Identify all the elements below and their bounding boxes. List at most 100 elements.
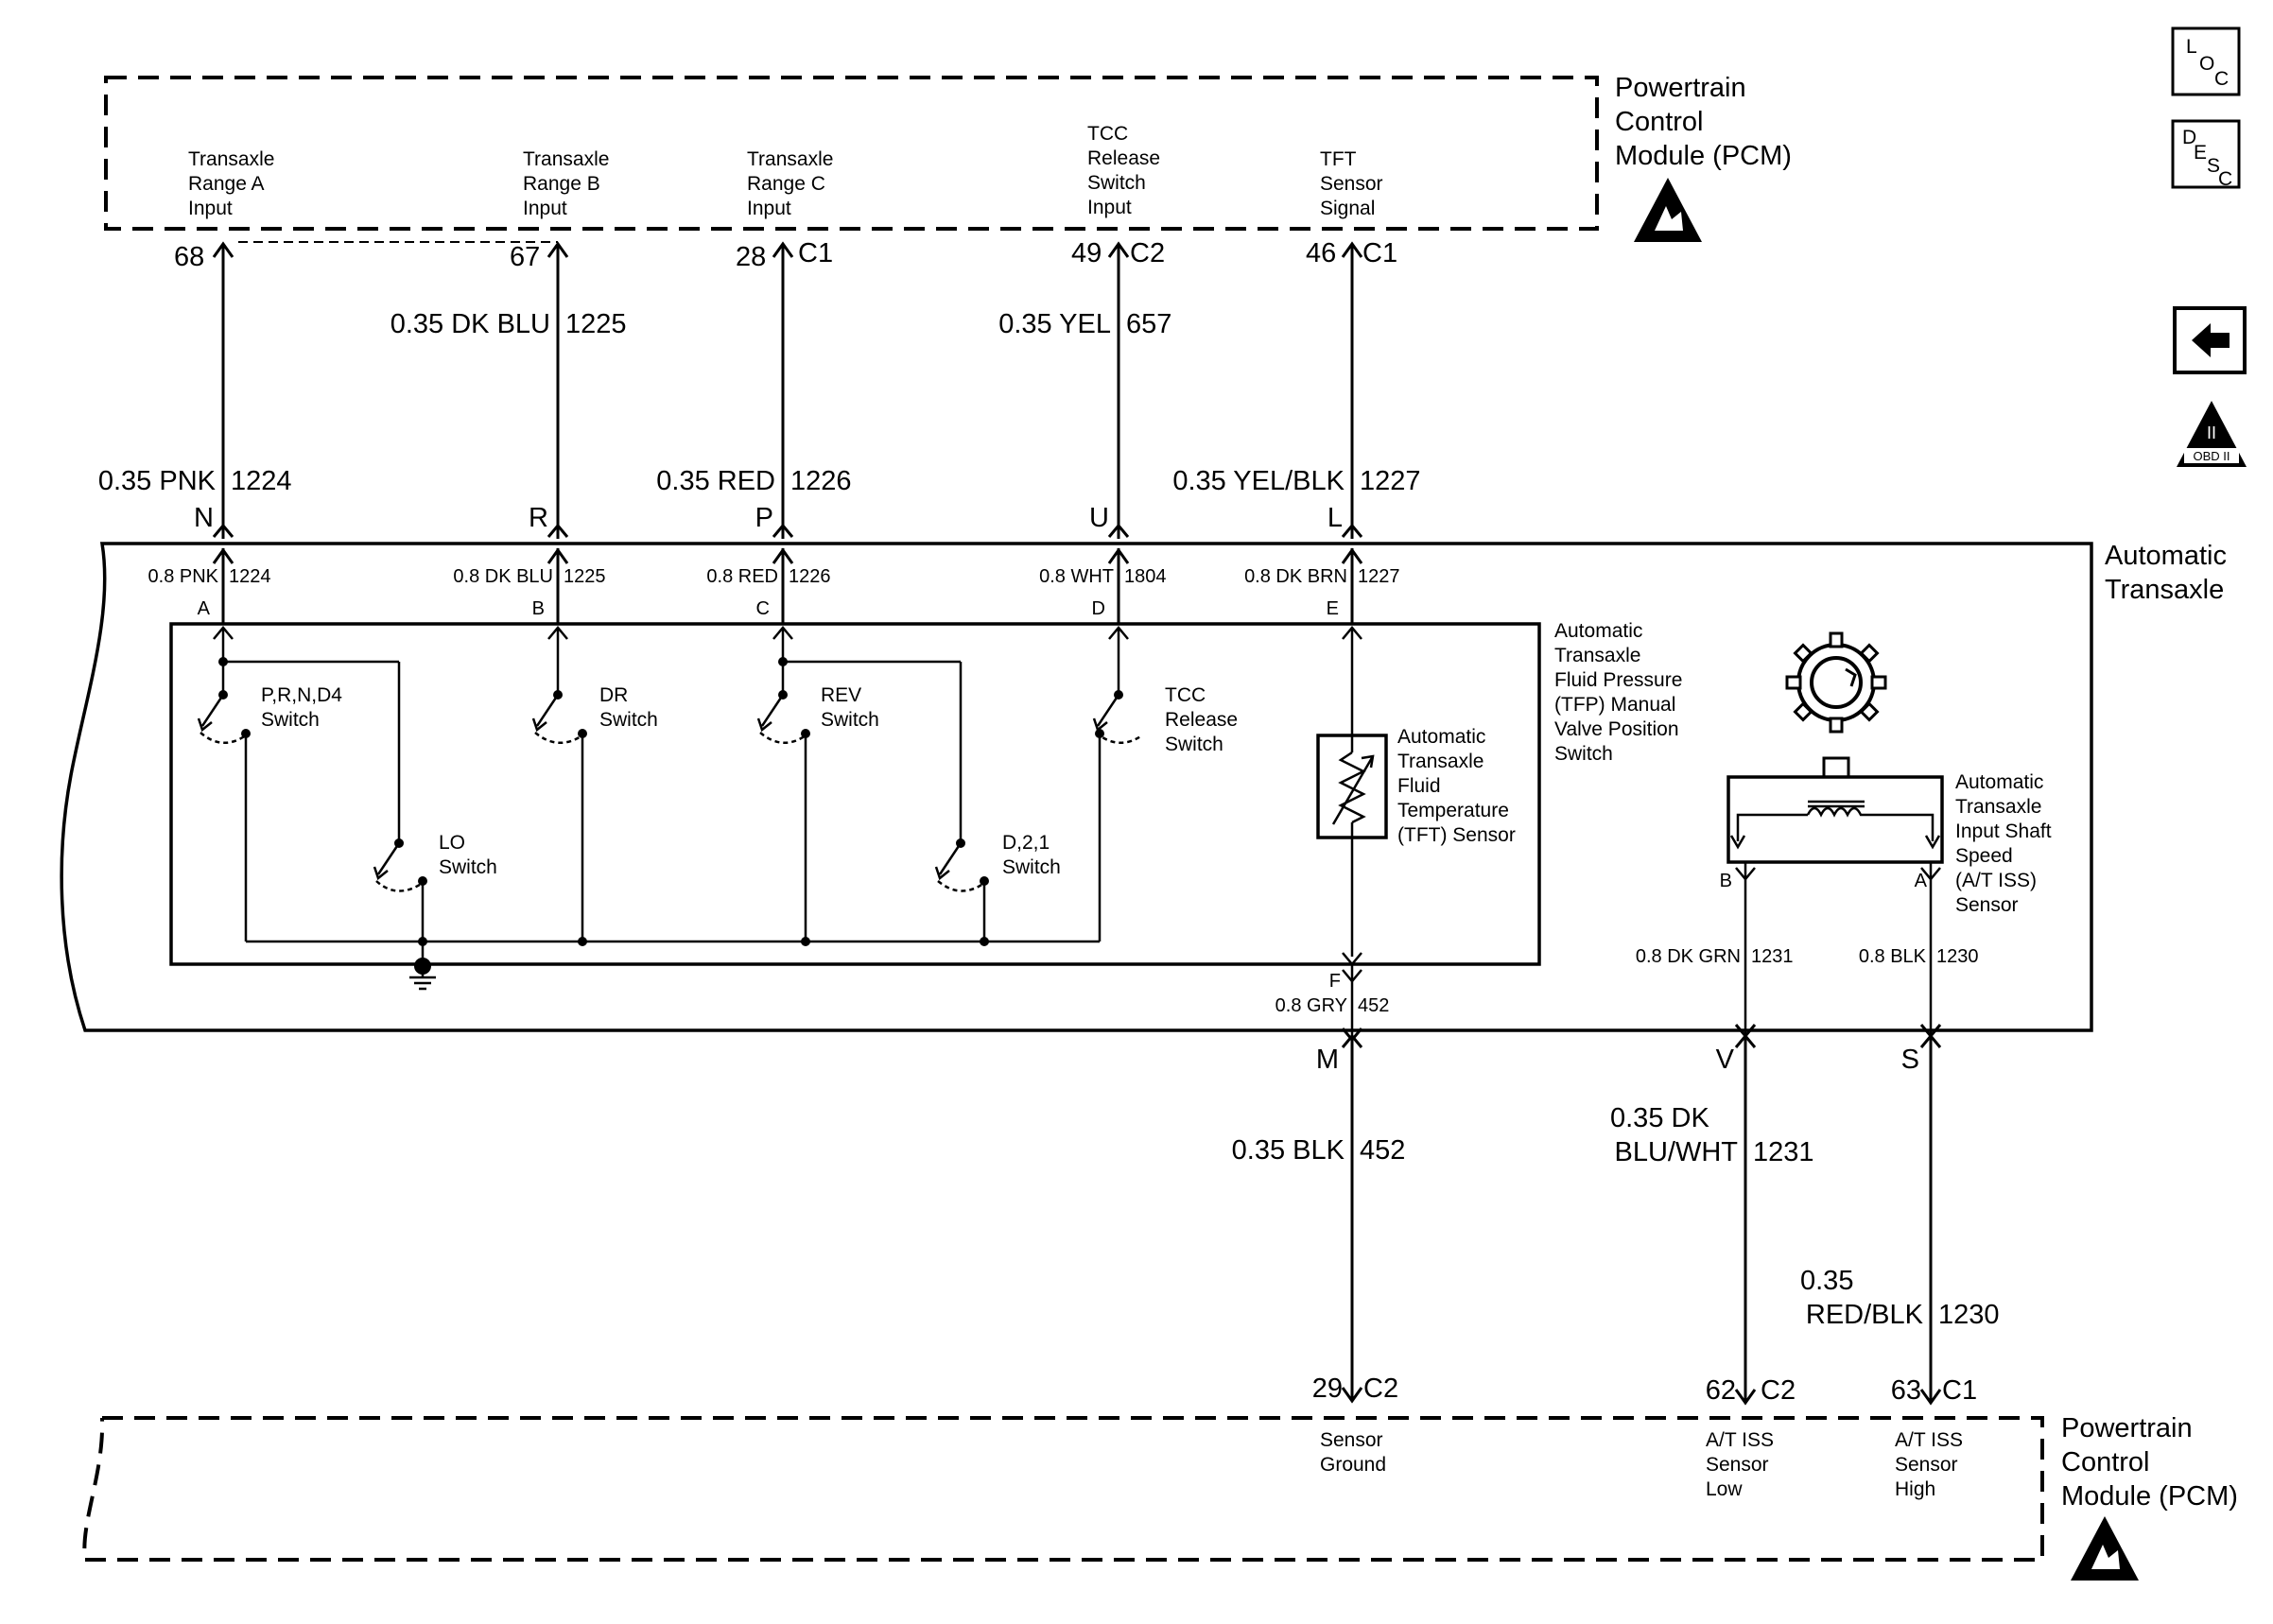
tft-sensor bbox=[1316, 628, 1388, 966]
wire-1226-upper bbox=[772, 241, 794, 539]
pin-49: 49 bbox=[1071, 238, 1102, 268]
iss-internal-wires bbox=[1734, 862, 1942, 1039]
ground-icon bbox=[409, 958, 436, 991]
wire-circuit-1226: 1226 bbox=[790, 466, 852, 496]
connector-c2-62: C2 bbox=[1761, 1375, 1796, 1406]
svg-text:C: C bbox=[2214, 68, 2229, 90]
wire-circuit-1224: 1224 bbox=[231, 466, 292, 496]
transaxle-title-2: Transaxle bbox=[2105, 575, 2224, 605]
svg-text:Automatic: Automatic bbox=[1554, 620, 1642, 642]
pcm-bottom-title-1: Powertrain bbox=[2061, 1413, 2193, 1443]
svg-text:Temperature: Temperature bbox=[1397, 800, 1509, 821]
svg-text:Automatic: Automatic bbox=[1955, 771, 2043, 793]
connector-terminal-r: R bbox=[529, 503, 548, 533]
svg-text:DR: DR bbox=[599, 684, 628, 706]
pcm-sensor-ground-label: Sensor Ground bbox=[1320, 1429, 1386, 1476]
svg-text:Input: Input bbox=[747, 198, 791, 219]
svg-text:REV: REV bbox=[821, 684, 861, 706]
pin-29: 29 bbox=[1312, 1373, 1343, 1404]
svg-text:O: O bbox=[2199, 53, 2214, 75]
svg-text:Low: Low bbox=[1706, 1478, 1743, 1500]
svg-text:Switch: Switch bbox=[261, 709, 320, 731]
internal-label-0.8-pnk: 0.8 PNK bbox=[148, 566, 219, 587]
iss-label-0.8-blk: 0.8 BLK bbox=[1859, 946, 1927, 967]
tft-sensor-label: Automatic Transaxle Fluid Temperature (T… bbox=[1397, 726, 1516, 846]
svg-text:Ground: Ground bbox=[1320, 1454, 1386, 1476]
wire-label-0.35-dk-blu-wht-1: 0.35 DK bbox=[1610, 1103, 1709, 1133]
svg-text:(A/T ISS): (A/T ISS) bbox=[1955, 870, 2037, 891]
svg-text:A/T ISS: A/T ISS bbox=[1706, 1429, 1774, 1451]
svg-text:Sensor: Sensor bbox=[1955, 894, 2019, 916]
iss-circuit-1231-internal: 1231 bbox=[1751, 946, 1794, 967]
ground-bus bbox=[246, 937, 1100, 964]
pin-62: 62 bbox=[1706, 1375, 1736, 1406]
svg-text:Sensor: Sensor bbox=[1320, 1429, 1383, 1451]
svg-text:Range C: Range C bbox=[747, 173, 825, 195]
obd-ii-icon[interactable]: II OBD II bbox=[2177, 401, 2247, 467]
esd-warning-icon bbox=[1634, 178, 1702, 242]
connector-terminal-n: N bbox=[194, 503, 214, 533]
wire-1227-upper bbox=[1341, 241, 1363, 539]
svg-text:Transaxle: Transaxle bbox=[523, 148, 609, 170]
svg-text:Switch: Switch bbox=[1002, 856, 1061, 878]
switch-tcc-release-label: TCC Release Switch bbox=[1165, 684, 1238, 755]
wire-circuit-1227: 1227 bbox=[1360, 466, 1421, 496]
pcm-input-tft-label: TFT Sensor Signal bbox=[1320, 148, 1383, 219]
wire-circuit-1231: 1231 bbox=[1753, 1137, 1814, 1167]
tfp-terminal-b: B bbox=[532, 598, 545, 619]
svg-text:Transaxle: Transaxle bbox=[188, 148, 274, 170]
switch-dr bbox=[531, 628, 587, 942]
svg-text:Valve Position: Valve Position bbox=[1554, 718, 1679, 740]
svg-text:A/T ISS: A/T ISS bbox=[1895, 1429, 1963, 1451]
loc-icon[interactable]: L O C bbox=[2171, 26, 2241, 96]
internal-circuit-1227: 1227 bbox=[1358, 566, 1400, 587]
wire-1225-upper bbox=[547, 241, 569, 539]
svg-text:Fluid: Fluid bbox=[1397, 775, 1441, 797]
switch-prnd4-label: P,R,N,D4 Switch bbox=[261, 684, 342, 731]
svg-text:OBD II: OBD II bbox=[2193, 449, 2230, 463]
switch-lo-label: LO Switch bbox=[439, 832, 497, 878]
pcm-iss-high-label: A/T ISS Sensor High bbox=[1895, 1429, 1963, 1500]
svg-text:Fluid Pressure: Fluid Pressure bbox=[1554, 669, 1682, 691]
svg-text:Transaxle: Transaxle bbox=[1955, 796, 2041, 818]
iss-circuit-1230-internal: 1230 bbox=[1936, 946, 1979, 967]
wire-1230-lower bbox=[1919, 1033, 1942, 1406]
svg-text:Switch: Switch bbox=[1165, 734, 1223, 755]
svg-text:TCC: TCC bbox=[1087, 123, 1128, 145]
desc-icon[interactable]: D E S C bbox=[2171, 119, 2241, 190]
connector-terminal-p: P bbox=[755, 503, 773, 533]
connector-c1-63: C1 bbox=[1942, 1375, 1977, 1406]
connector-terminal-l: L bbox=[1327, 503, 1343, 533]
svg-text:P,R,N,D4: P,R,N,D4 bbox=[261, 684, 342, 706]
svg-text:Switch: Switch bbox=[1087, 172, 1146, 194]
svg-text:Signal: Signal bbox=[1320, 198, 1375, 219]
pin-63: 63 bbox=[1891, 1375, 1921, 1406]
wire-label-0.35-red-blk-1: 0.35 bbox=[1800, 1266, 1853, 1296]
pin-68: 68 bbox=[174, 242, 204, 272]
pcm-input-range-c-label: Transaxle Range C Input bbox=[747, 148, 833, 219]
wire-label-0.35-dk-blu: 0.35 DK BLU bbox=[390, 309, 550, 339]
svg-text:Transaxle: Transaxle bbox=[1397, 751, 1484, 772]
internal-wires bbox=[212, 547, 1363, 624]
wire-657-upper bbox=[1107, 241, 1130, 539]
internal-label-0.8-dk-brn: 0.8 DK BRN bbox=[1244, 566, 1347, 587]
svg-text:S: S bbox=[2207, 155, 2220, 177]
iss-terminal-a: A bbox=[1915, 871, 1928, 891]
switch-rev-label: REV Switch bbox=[821, 684, 879, 731]
iss-sensor-body bbox=[1726, 756, 1944, 864]
internal-label-0.8-red: 0.8 RED bbox=[706, 566, 778, 587]
svg-text:Switch: Switch bbox=[821, 709, 879, 731]
svg-text:Release: Release bbox=[1087, 147, 1160, 169]
tfp-terminal-arrows bbox=[213, 626, 1362, 640]
svg-text:LO: LO bbox=[439, 832, 465, 854]
back-arrow-icon[interactable] bbox=[2173, 306, 2247, 374]
svg-text:D,2,1: D,2,1 bbox=[1002, 832, 1050, 854]
switch-tcc-release bbox=[1092, 628, 1143, 942]
internal-circuit-1225: 1225 bbox=[564, 566, 606, 587]
pcm-bottom-title-3: Module (PCM) bbox=[2061, 1481, 2238, 1512]
pcm-top-title-1: Powertrain bbox=[1615, 73, 1746, 103]
pin-67: 67 bbox=[510, 242, 540, 272]
connector-terminal-v: V bbox=[1716, 1045, 1735, 1075]
switch-d21 bbox=[934, 662, 989, 942]
pcm-iss-low-label: A/T ISS Sensor Low bbox=[1706, 1429, 1774, 1500]
